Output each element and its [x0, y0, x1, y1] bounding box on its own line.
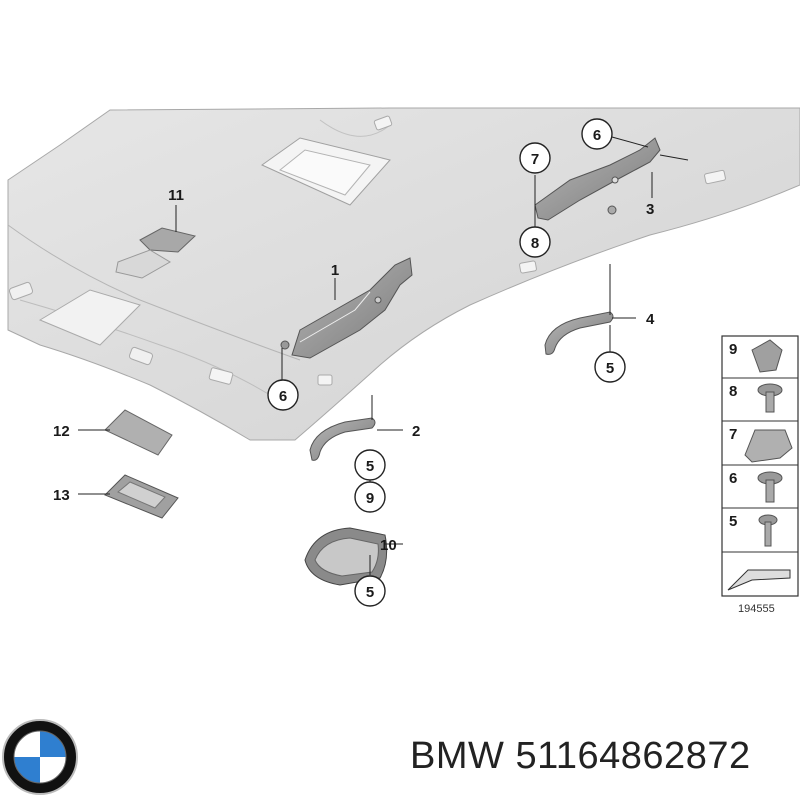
diagram-id: 194555	[738, 603, 775, 615]
screw-icon	[757, 383, 783, 413]
circled-callout-5c: 5	[354, 575, 386, 607]
part-number: 51164862872	[515, 735, 751, 777]
leader-lines	[78, 136, 689, 575]
callout-4: 4	[646, 311, 655, 328]
callout-5-right: 5	[606, 360, 614, 377]
circled-callout-9: 9	[354, 481, 386, 513]
callout-5-middle: 5	[366, 458, 374, 475]
part-11-clip	[115, 227, 197, 279]
circled-callout-6b: 6	[581, 118, 613, 150]
circled-callout-8: 8	[519, 226, 551, 258]
arrow-icon	[727, 569, 791, 591]
callout-3: 3	[646, 201, 654, 218]
brand-name: BMW	[410, 735, 505, 777]
legend-num-8: 8	[729, 383, 737, 400]
part-2-grab-handle	[309, 417, 376, 461]
callout-5-bottom: 5	[366, 584, 374, 601]
circled-callout-5a: 5	[594, 351, 626, 383]
callout-11: 11	[168, 187, 184, 204]
fastener-legend: 9 8 7 6 5	[721, 335, 799, 597]
part-13-lamp	[104, 474, 179, 519]
circled-callout-7: 7	[519, 142, 551, 174]
callout-13: 13	[53, 487, 70, 504]
part-12-cover	[104, 409, 173, 456]
callout-8: 8	[531, 235, 539, 252]
bmw-logo	[2, 719, 78, 795]
part-number-caption: BMW 51164862872	[410, 735, 751, 778]
legend-num-5: 5	[729, 513, 737, 530]
callout-6-right: 6	[593, 127, 601, 144]
circled-callout-6a: 6	[267, 379, 299, 411]
callout-12: 12	[53, 423, 70, 440]
nut-clip-icon	[744, 429, 793, 463]
legend-num-9: 9	[729, 341, 737, 358]
callout-2: 2	[412, 423, 420, 440]
screw-icon-6	[757, 471, 783, 503]
callout-6-left: 6	[279, 388, 287, 405]
clip-icon	[751, 339, 783, 373]
screw-icon-5	[758, 514, 778, 547]
callout-10: 10	[380, 537, 397, 554]
callout-7: 7	[531, 151, 539, 168]
legend-num-6: 6	[729, 470, 737, 487]
legend-num-7: 7	[729, 426, 737, 443]
part-1-bracket	[280, 257, 413, 359]
part-4-grab-handle	[544, 311, 614, 355]
circled-callout-5b: 5	[354, 449, 386, 481]
callout-1: 1	[331, 262, 339, 279]
part-3-bracket	[534, 137, 661, 221]
callout-9: 9	[366, 490, 374, 507]
part-10-interior-light	[304, 527, 388, 586]
